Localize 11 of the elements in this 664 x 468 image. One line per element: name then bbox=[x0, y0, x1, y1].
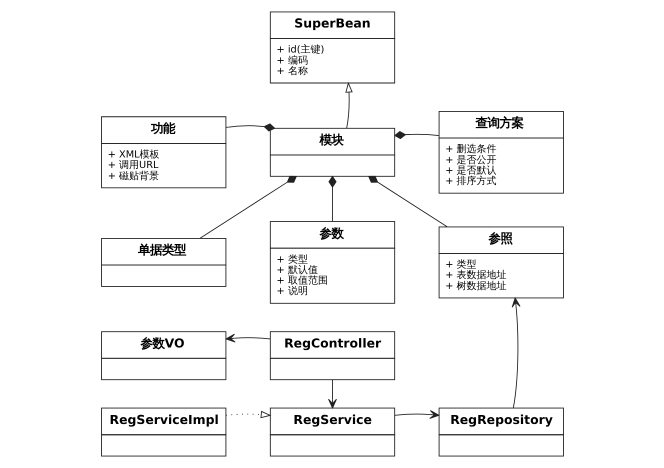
arrow bbox=[344, 82, 352, 129]
connector bbox=[225, 123, 275, 132]
arrow bbox=[394, 410, 439, 419]
connector bbox=[368, 176, 448, 228]
connector bbox=[394, 131, 439, 140]
connector bbox=[328, 176, 336, 222]
arrow bbox=[225, 334, 270, 343]
arrow bbox=[328, 379, 336, 408]
arrow bbox=[225, 410, 271, 418]
arrow bbox=[511, 298, 520, 408]
connector bbox=[198, 176, 296, 239]
